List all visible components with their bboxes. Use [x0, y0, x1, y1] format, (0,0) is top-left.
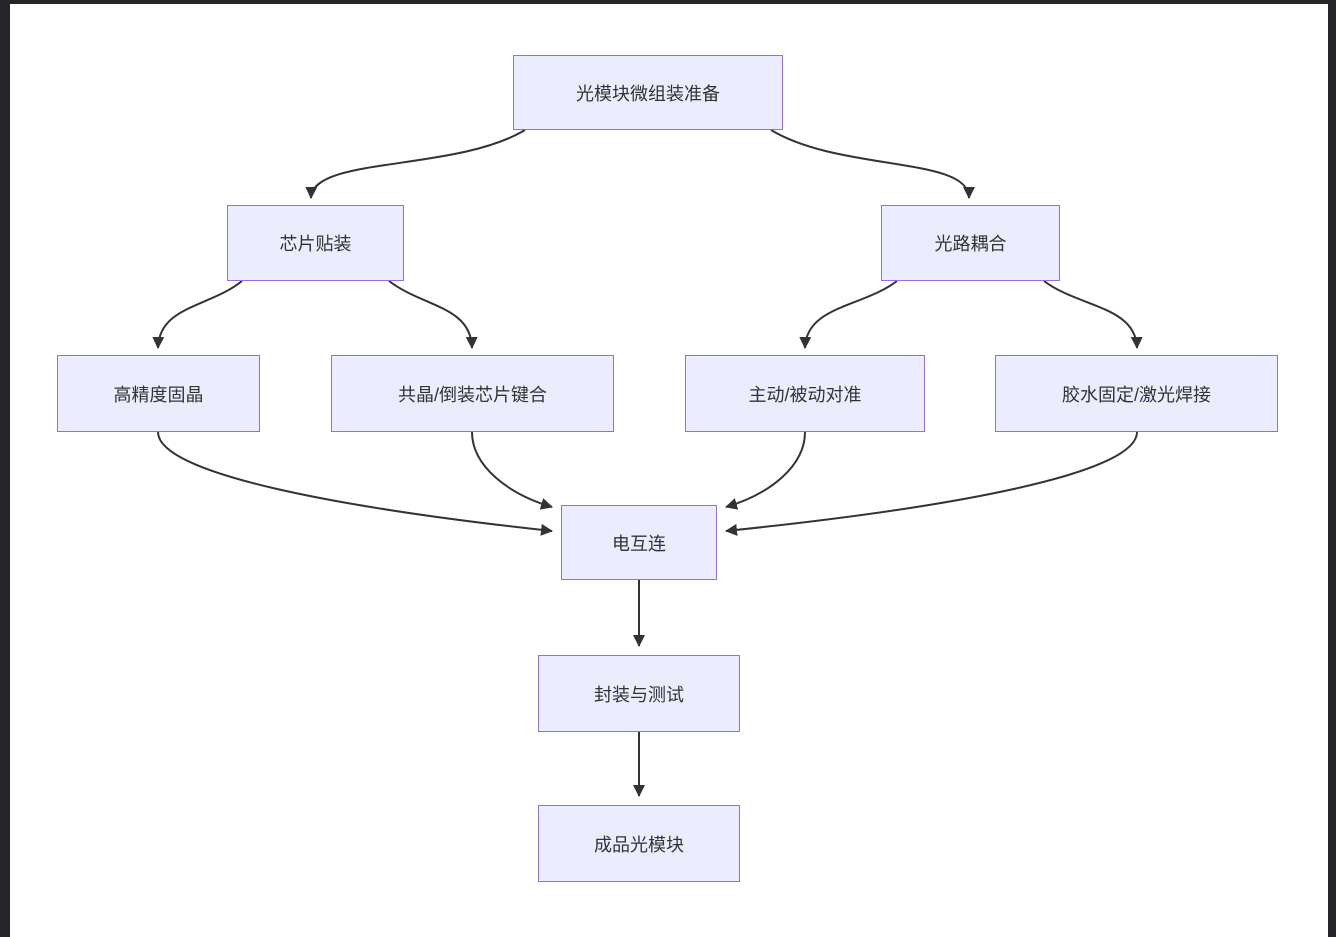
edge-glue-einter — [725, 431, 1138, 536]
edge-diebond-einter — [157, 431, 553, 536]
node-chip-mounting: 芯片贴装 — [227, 205, 404, 281]
edge-align-einter — [725, 431, 806, 510]
edge-optical-glue — [1043, 280, 1143, 349]
node-eutectic-flipchip-bonding: 共晶/倒装芯片键合 — [331, 355, 614, 432]
node-glue-fix-laser-welding: 胶水固定/激光焊接 — [995, 355, 1278, 432]
node-electrical-interconnect: 电互连 — [561, 505, 717, 580]
node-optical-coupling: 光路耦合 — [881, 205, 1060, 281]
node-packaging-and-testing: 封装与测试 — [538, 655, 740, 732]
edge-eutectic-einter — [471, 431, 553, 510]
edge-chip-eutectic — [388, 280, 478, 349]
edge-optical-align — [799, 280, 898, 349]
edge-chip-diebond — [152, 280, 243, 349]
node-active-passive-alignment: 主动/被动对准 — [685, 355, 925, 432]
edge-prep-optical — [770, 129, 975, 199]
node-finished-optical-module: 成品光模块 — [538, 805, 740, 882]
edge-prep-chip — [305, 129, 526, 199]
node-module-assembly-prep: 光模块微组装准备 — [513, 55, 783, 130]
node-high-precision-die-bonding: 高精度固晶 — [57, 355, 260, 432]
